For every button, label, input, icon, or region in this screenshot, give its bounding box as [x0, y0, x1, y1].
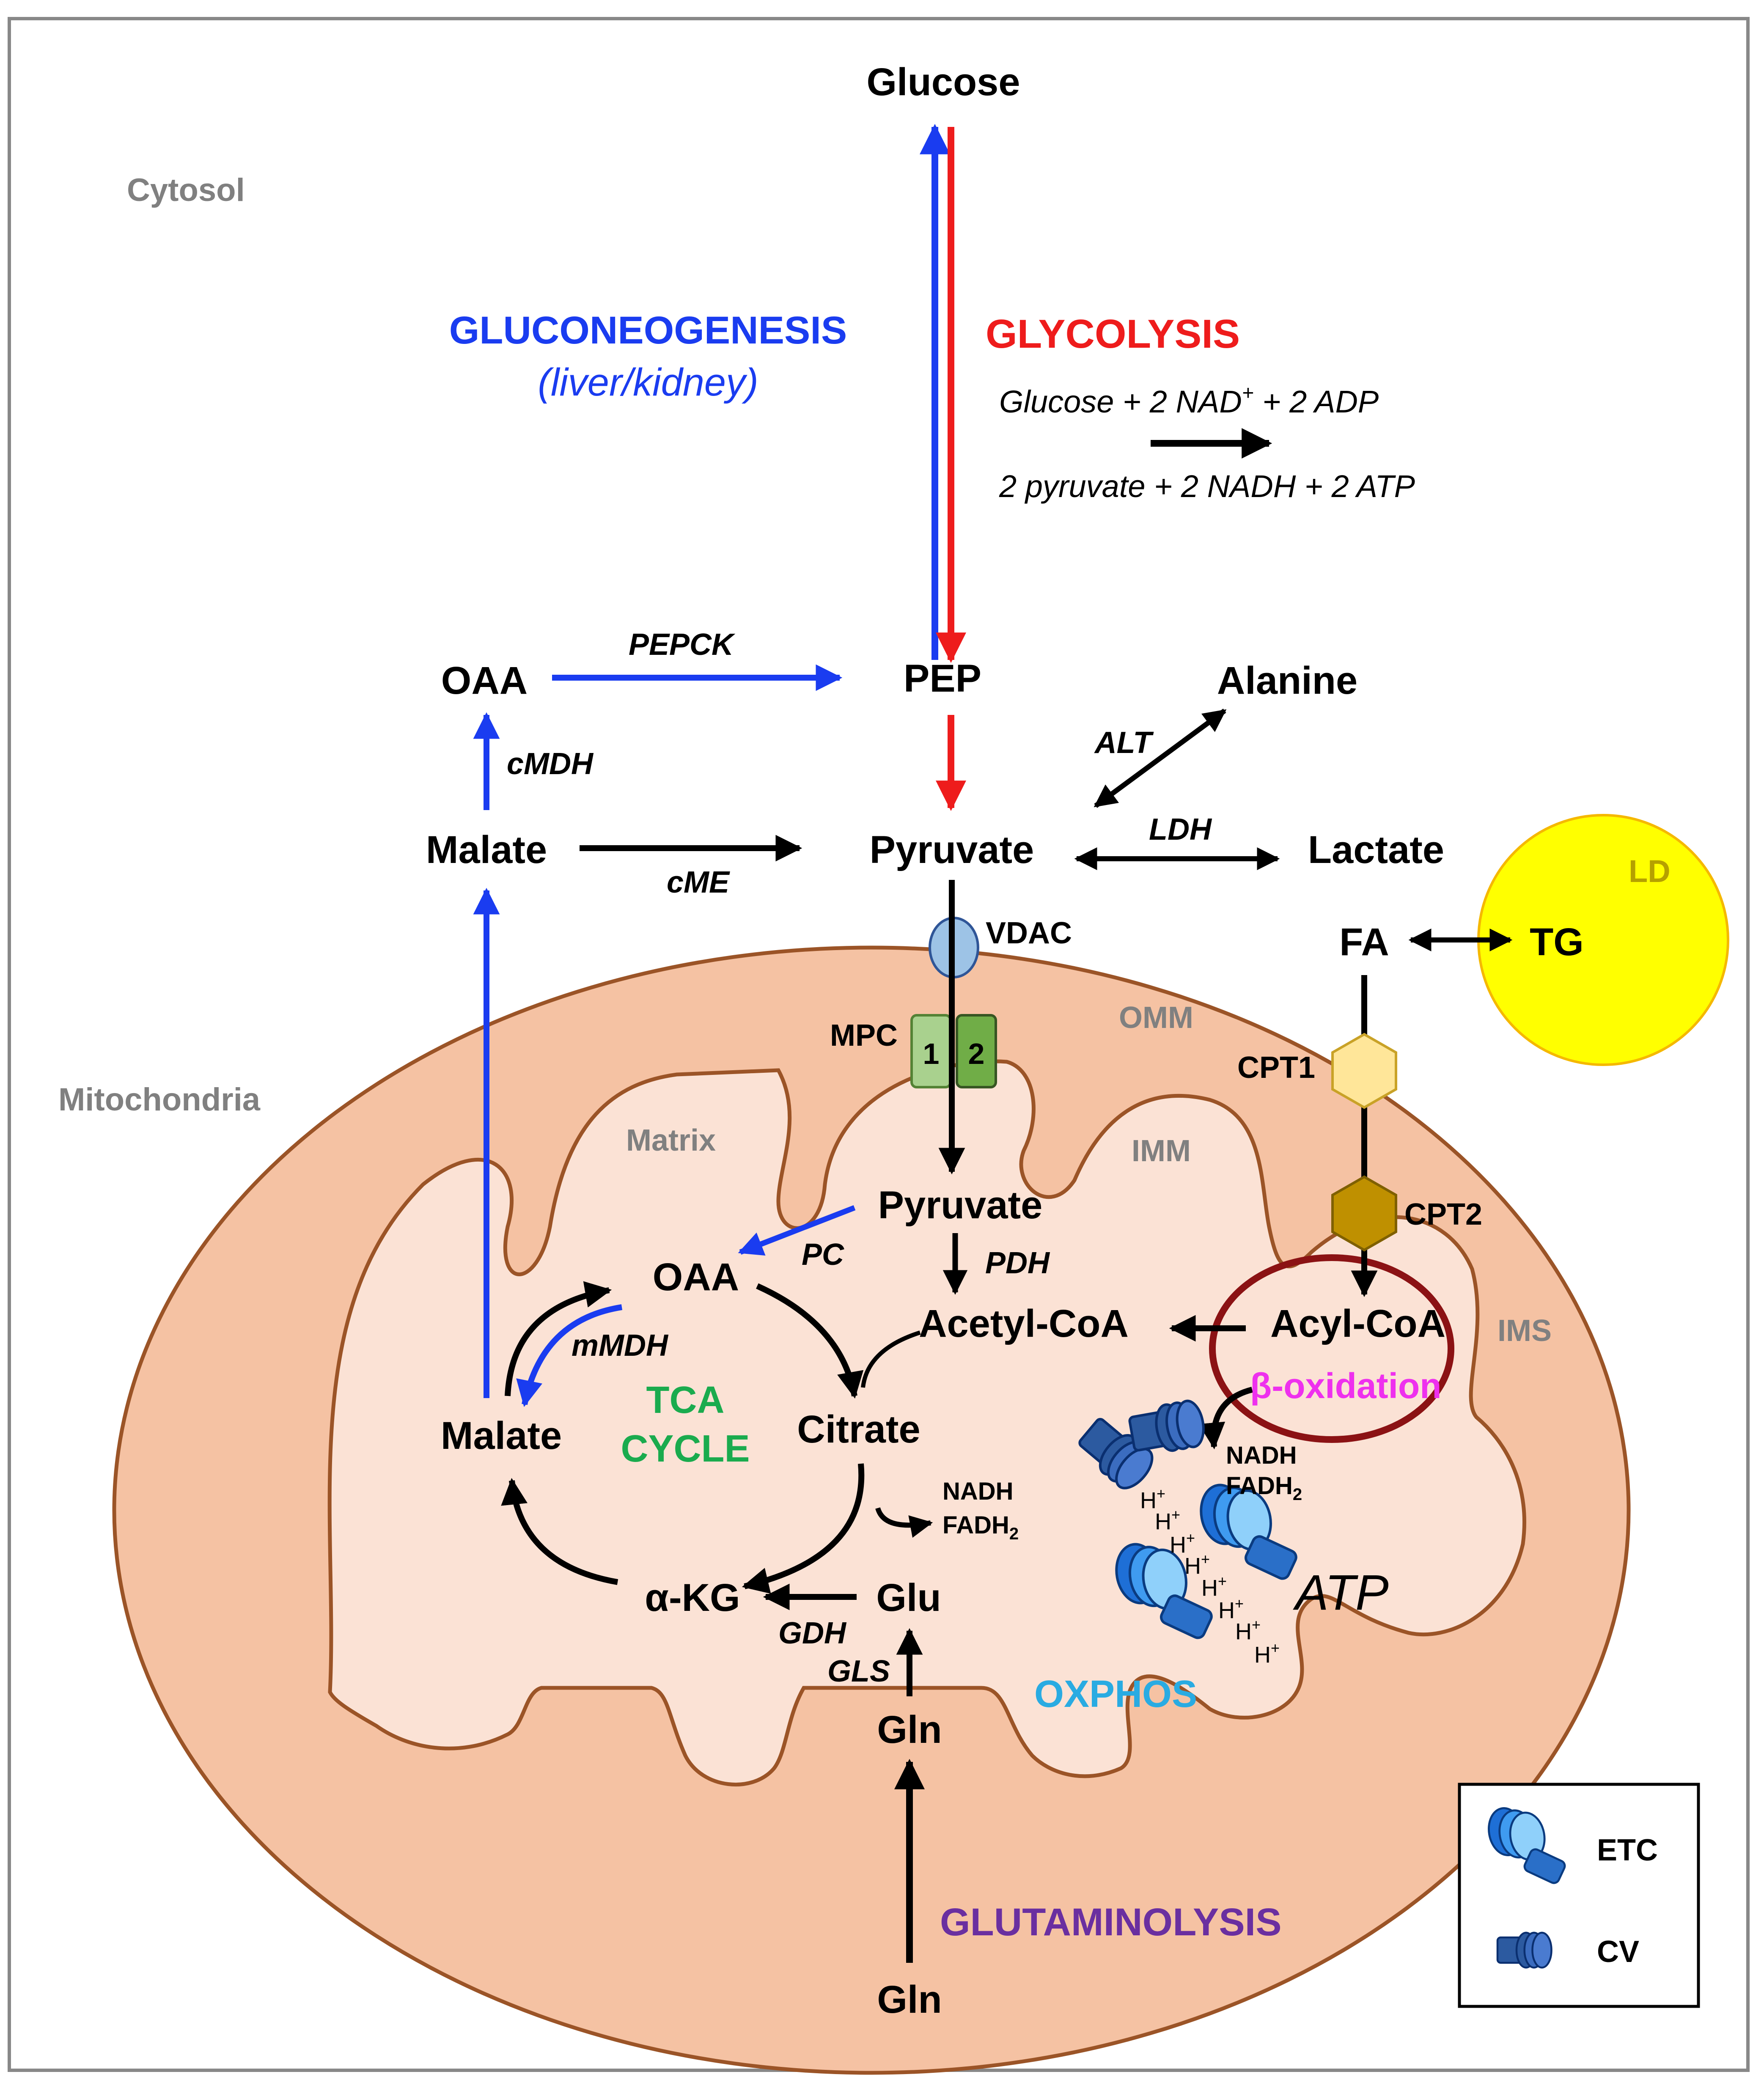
legend-cv-icon: [1497, 1933, 1552, 1968]
oxphos-label: OXPHOS: [1034, 1673, 1197, 1715]
alt-arrow: [1094, 709, 1227, 808]
mpc-label: MPC: [830, 1019, 898, 1052]
imm-label: IMM: [1132, 1134, 1191, 1168]
mpc1-label: 1: [923, 1037, 940, 1070]
tca-label-line2: CYCLE: [621, 1428, 750, 1470]
alt-label: ALT: [1094, 726, 1154, 760]
fa-label: FA: [1339, 920, 1389, 964]
citrate-nadh-arrow: [875, 1507, 933, 1538]
pc-arrow: [738, 1205, 856, 1256]
gln-cytosol-label: Gln: [877, 1978, 942, 2021]
acyl-coa-label: Acyl-CoA: [1270, 1302, 1445, 1345]
gdh-label: GDH: [778, 1616, 847, 1650]
acetyl-join-arc: [861, 1330, 921, 1388]
glucose-label: Glucose: [866, 60, 1020, 104]
mpc2-subunit: [956, 1014, 997, 1088]
lipid-droplet: [1477, 814, 1729, 1066]
mmdh-label: mMDH: [572, 1329, 669, 1363]
omm-label: OMM: [1119, 1001, 1193, 1035]
oaa-mito-label: OAA: [653, 1256, 739, 1299]
mitochondria-label: Mitochondria: [58, 1082, 261, 1118]
akg-label: α-KG: [645, 1576, 740, 1619]
oaa-to-citrate-arc: [756, 1283, 864, 1399]
citrate-to-akg-arc: [742, 1463, 865, 1594]
svg-text:H+: H+: [1140, 1485, 1165, 1513]
glycolysis-label: GLYCOLYSIS: [986, 311, 1240, 357]
svg-text:H+: H+: [1254, 1639, 1280, 1668]
atp-label: ATP: [1293, 1565, 1389, 1621]
gls-label: GLS: [827, 1654, 890, 1688]
alanine-label: Alanine: [1217, 659, 1357, 702]
ldh-label: LDH: [1149, 813, 1212, 846]
equation-left: Glucose + 2 NAD+ + 2 ADP: [999, 382, 1379, 419]
pepck-label: PEPCK: [629, 628, 736, 662]
akg-to-malate-arc: [501, 1478, 618, 1585]
cytosol-label: Cytosol: [127, 172, 245, 208]
legend-cv-label: CV: [1597, 1935, 1639, 1969]
gluconeogenesis-note: (liver/kidney): [538, 361, 758, 404]
pep-label: PEP: [904, 657, 981, 700]
beta-oxidation-label: β-oxidation: [1250, 1366, 1442, 1406]
equation-right: 2 pyruvate + 2 NADH + 2 ATP: [999, 469, 1415, 504]
svg-text:H+: H+: [1184, 1550, 1210, 1579]
malate-cytosol-label: Malate: [426, 828, 547, 871]
mmdh-arc: [516, 1304, 623, 1407]
svg-text:H+: H+: [1170, 1529, 1195, 1558]
beta-oxidation-ring: [1209, 1254, 1454, 1443]
nadh-citrate: NADH: [942, 1478, 1014, 1505]
mpc2-label: 2: [968, 1037, 985, 1070]
cpt2-transporter: [1331, 1175, 1397, 1252]
vdac-label: VDAC: [986, 916, 1072, 950]
cme-label: cME: [667, 866, 730, 899]
gluconeogenesis-label: GLUCONEOGENESIS: [449, 309, 847, 352]
mitochondrion-inner-membrane: [327, 1059, 1526, 1787]
nadh-beta: NADH: [1226, 1442, 1297, 1469]
pyruvate-cytosol-label: Pyruvate: [870, 828, 1034, 871]
tg-label: TG: [1530, 920, 1584, 964]
svg-text:H+: H+: [1235, 1616, 1261, 1644]
cpt1-transporter: [1331, 1033, 1397, 1109]
beta-oxidation-nadh-arrow: [1198, 1387, 1253, 1450]
matrix-label: Matrix: [626, 1124, 716, 1157]
fadh-beta: FADH2: [1226, 1472, 1302, 1504]
legend-etc-label: ETC: [1597, 1833, 1658, 1867]
svg-text:H+: H+: [1201, 1572, 1227, 1601]
proton-gradient: H+ H+ H+ H+ H+ H+ H+ H+: [1140, 1485, 1280, 1668]
citrate-label: Citrate: [797, 1408, 920, 1451]
cpt2-label: CPT2: [1404, 1198, 1482, 1231]
glu-label: Glu: [876, 1576, 941, 1619]
oaa-cytosol-label: OAA: [441, 659, 528, 702]
ld-label: LD: [1629, 854, 1671, 889]
gln-mito-label: Gln: [877, 1708, 942, 1751]
acetyl-coa-label: Acetyl-CoA: [919, 1302, 1129, 1345]
cmdh-label: cMDH: [507, 747, 594, 781]
cpt1-label: CPT1: [1237, 1051, 1315, 1085]
svg-text:H+: H+: [1155, 1506, 1180, 1534]
svg-text:H+: H+: [1218, 1595, 1244, 1623]
malate-mito-label: Malate: [441, 1414, 562, 1457]
glutaminolysis-label: GLUTAMINOLYSIS: [940, 1901, 1282, 1944]
pdh-label: PDH: [985, 1246, 1050, 1280]
lactate-label: Lactate: [1308, 828, 1444, 871]
pyruvate-mito-label: Pyruvate: [878, 1184, 1043, 1227]
tca-label-line1: TCA: [646, 1379, 725, 1421]
malate-to-oaa-arc: [505, 1281, 612, 1396]
ims-label: IMS: [1497, 1314, 1552, 1348]
fadh-citrate: FADH2: [942, 1511, 1019, 1543]
pc-label: PC: [802, 1238, 844, 1272]
